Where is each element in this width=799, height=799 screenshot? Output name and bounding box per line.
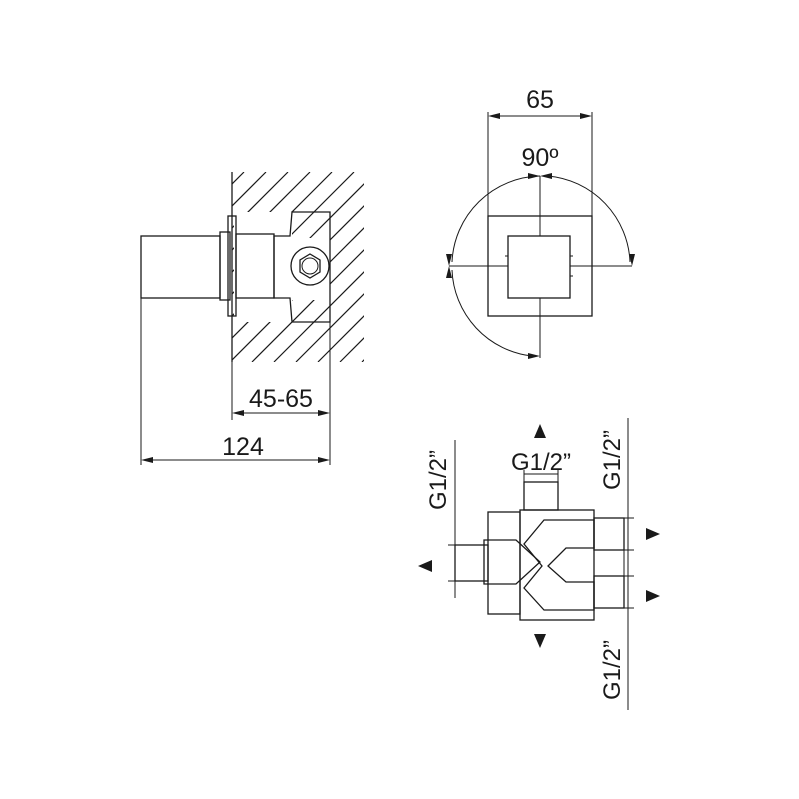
valve-body-view: G1/2” G1/2” G1/2” G1/2”	[418, 418, 660, 710]
rotation-arrow-icon	[446, 254, 452, 266]
flow-arrow-right-icon	[646, 528, 660, 540]
inner-chevron-right	[523, 519, 595, 611]
outlet-port-nut-icon	[299, 253, 321, 279]
rotation-arrow-icon	[446, 266, 452, 278]
handle-square	[507, 235, 571, 299]
side-view: 45-65 124	[32, 172, 799, 465]
front-view: 65 90º	[446, 86, 635, 359]
handle-cap	[140, 235, 221, 299]
rotation-arc-lower-left	[451, 269, 533, 357]
wall-hatching	[32, 172, 799, 362]
dim-arrow-icon	[141, 457, 153, 463]
rotation-arrow-icon	[528, 353, 540, 359]
hatch-line	[450, 172, 640, 362]
handle-collar	[219, 231, 231, 301]
right-outlet-upper	[593, 517, 625, 551]
hatch-line	[361, 359, 364, 362]
thread-right-lower-label: G1/2”	[599, 640, 626, 700]
rotation-arc-upper-left	[451, 175, 541, 263]
body-left-block	[487, 511, 521, 615]
outlet-port-outer	[290, 246, 330, 286]
thread-top-label: G1/2”	[511, 449, 571, 476]
dim-arrow-icon	[580, 113, 592, 119]
outlet-port-inner	[301, 257, 319, 275]
right-outlet-lower	[593, 575, 625, 609]
inner-chevron-left	[483, 539, 541, 585]
hatch-line	[232, 172, 245, 185]
hatch-line	[604, 172, 794, 362]
hatch-line	[626, 172, 799, 362]
hatch-line	[232, 172, 267, 207]
rotation-arc-upper-right	[547, 175, 631, 263]
dim-arrow-icon	[488, 113, 500, 119]
hatch-line	[582, 172, 772, 362]
hatch-line	[494, 172, 684, 362]
dim-arrow-icon	[232, 410, 244, 416]
dim-wall-depth-label: 45-65	[249, 385, 313, 413]
flow-arrow-left-icon	[418, 560, 432, 572]
hatch-line	[384, 172, 574, 362]
hatch-line	[516, 172, 706, 362]
hatch-line	[472, 172, 662, 362]
hatch-line	[428, 172, 618, 362]
hatch-line	[273, 271, 364, 362]
thread-left-label: G1/2”	[425, 450, 452, 510]
hatch-line	[339, 337, 364, 362]
flow-arrow-up-icon	[534, 424, 546, 438]
hatch-line	[538, 172, 728, 362]
flow-arrow-up-icon	[534, 634, 546, 648]
hatch-line	[251, 249, 364, 362]
rotation-arrow-icon	[629, 254, 635, 266]
hatch-line	[232, 172, 311, 251]
left-inlet	[454, 544, 489, 582]
body-center-block	[519, 509, 595, 621]
dim-total-depth-label: 124	[222, 433, 264, 461]
hatch-line	[406, 172, 596, 362]
rotation-arrow-icon	[528, 173, 540, 179]
dim-plate-width-label: 65	[526, 86, 554, 114]
hatch-line	[32, 172, 222, 362]
right-outlet-spacer	[593, 549, 625, 577]
rotation-arrow-icon	[540, 173, 552, 179]
thread-right-upper-label: G1/2”	[599, 430, 626, 490]
hatch-line	[295, 293, 364, 362]
dim-rotation-angle-label: 90º	[522, 144, 559, 172]
dim-arrow-icon	[318, 410, 330, 416]
top-inlet	[523, 481, 559, 511]
dim-arrow-icon	[318, 457, 330, 463]
hatch-line	[560, 172, 750, 362]
hatch-line	[232, 172, 289, 229]
flow-arrow-right-icon	[646, 590, 660, 602]
hatch-line	[317, 315, 364, 362]
